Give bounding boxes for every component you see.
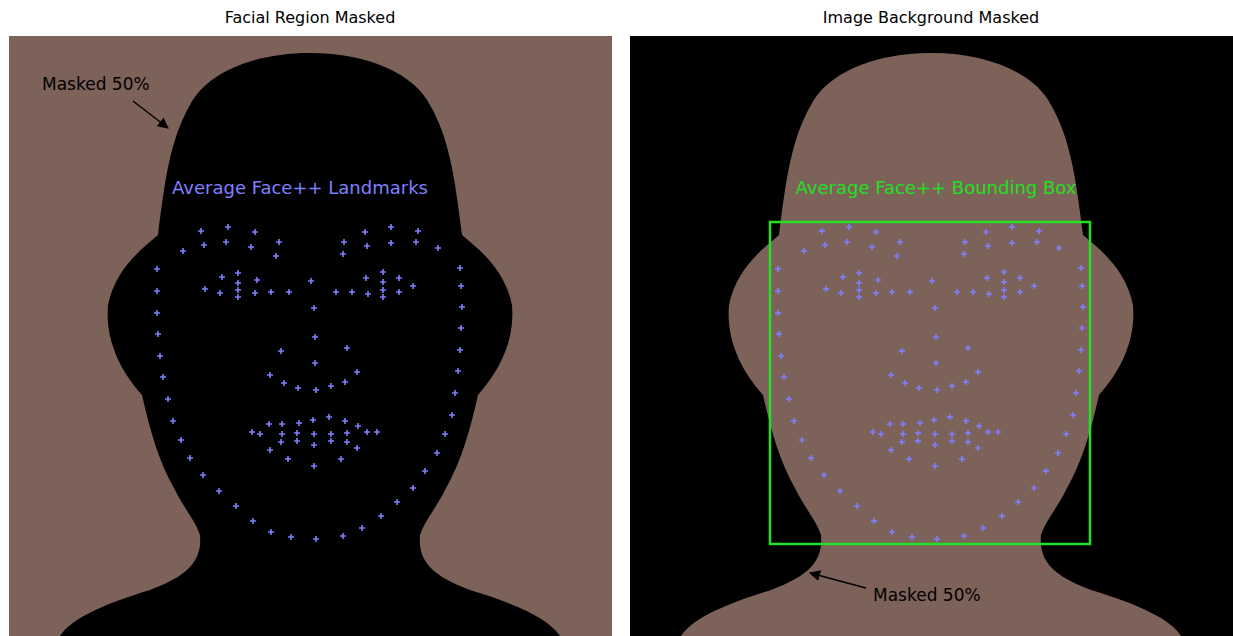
leader-arrow (810, 573, 866, 588)
landmark-markers (775, 224, 1086, 542)
landmark-markers (154, 224, 465, 542)
panel-ground (630, 36, 1233, 636)
face-silhouette (681, 53, 1181, 636)
bounding-box (770, 222, 1090, 544)
bbox-label: Average Face++ Bounding Box (796, 177, 1077, 199)
callout-label: Masked 50% (42, 74, 150, 94)
panel-title: Facial Region Masked (225, 8, 396, 27)
callout-label: Masked 50% (873, 585, 981, 605)
panel-title: Image Background Masked (823, 8, 1039, 27)
panel-ground (9, 36, 612, 636)
leader-arrow (133, 101, 168, 128)
face-mask (60, 53, 560, 636)
landmarks-label: Average Face++ Landmarks (172, 177, 428, 199)
